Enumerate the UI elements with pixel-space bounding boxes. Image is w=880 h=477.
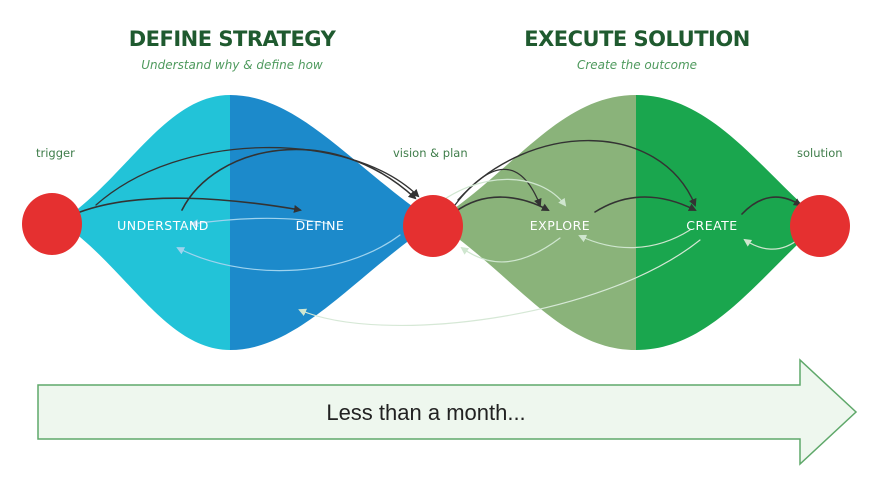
define-strategy-diamond: [60, 95, 435, 350]
define-label: DEFINE: [296, 218, 345, 233]
explore-label: EXPLORE: [530, 218, 590, 233]
understand-label: UNDERSTAND: [117, 218, 209, 233]
flow-arrow: [181, 148, 417, 211]
flow-arrow: [190, 217, 331, 228]
create-label: CREATE: [686, 218, 737, 233]
solution-label: solution: [797, 146, 843, 160]
solution-milestone: [790, 195, 850, 257]
trigger-label: trigger: [36, 146, 75, 160]
execute-solution-diamond: [435, 95, 822, 350]
define-strategy-subtitle: Understand why & define how: [141, 58, 323, 72]
flow-arrow: [429, 178, 567, 211]
vision-plan-label: vision & plan: [393, 146, 468, 160]
timeline-arrow: Less than a month...: [37, 358, 858, 466]
flow-arrows: [79, 139, 802, 327]
flow-arrow: [578, 229, 691, 249]
vision-plan-milestone: [403, 195, 463, 257]
define-strategy-title: DEFINE STRATEGY: [129, 27, 337, 51]
trigger-milestone: [22, 193, 82, 255]
execute-solution-title: EXECUTE SOLUTION: [524, 27, 750, 51]
flow-arrow: [298, 239, 701, 327]
timeline-label: Less than a month...: [326, 400, 525, 425]
execute-solution-subtitle: Create the outcome: [577, 58, 697, 72]
flow-arrow: [79, 197, 302, 213]
flow-arrow: [594, 196, 697, 213]
flow-arrow: [176, 234, 401, 272]
timeline-arrow-shape: [37, 358, 858, 466]
flow-arrow: [460, 237, 561, 263]
flow-arrow: [741, 196, 802, 215]
flow-arrow: [457, 139, 697, 207]
flow-arrow: [95, 146, 420, 206]
